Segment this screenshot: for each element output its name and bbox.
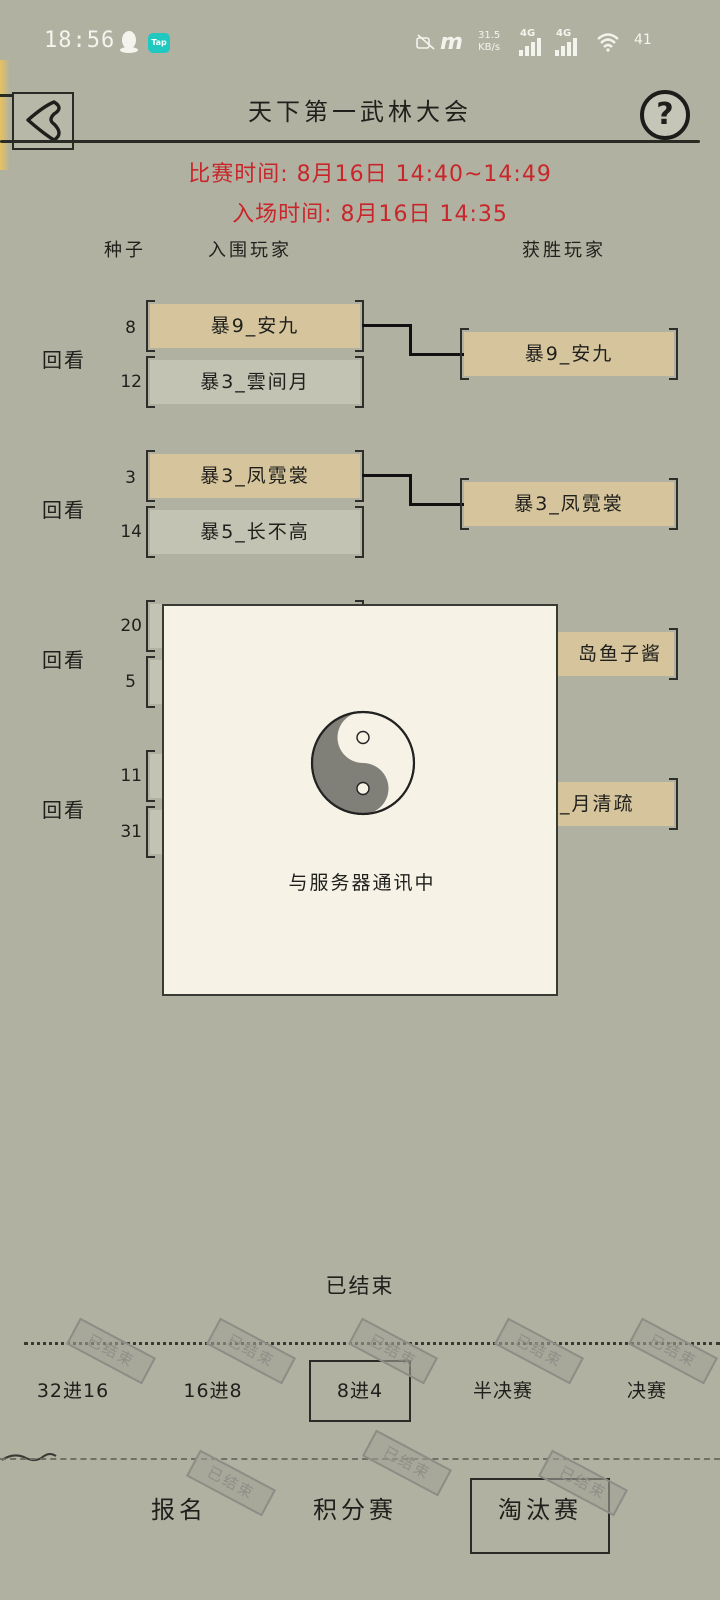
seed-number: 31 [120, 822, 142, 842]
stage-tab-32-16[interactable]: 32进16 [36, 1380, 110, 1402]
player-slot[interactable]: 暴9_安九 [146, 300, 364, 352]
bracket-connector [409, 353, 464, 356]
ended-stamp: 已结束 [65, 1317, 157, 1385]
edge-highlight [0, 60, 10, 170]
net-type-2: 4G [556, 28, 572, 39]
ended-stamp: 已结束 [361, 1429, 453, 1497]
tab-points-match[interactable]: 积分赛 [313, 1496, 397, 1524]
loading-message: 与服务器通讯中 [288, 872, 436, 894]
ended-stamp: 已结束 [627, 1317, 719, 1385]
header-rule [0, 140, 700, 143]
net-type-1: 4G [520, 28, 536, 39]
column-winner: 获胜玩家 [522, 240, 606, 261]
winner-slot[interactable]: 暴9_安九 [460, 328, 678, 380]
tab-selected-frame [470, 1478, 610, 1554]
page-title: 天下第一武林大会 [248, 98, 472, 126]
bracket-connector [409, 503, 464, 506]
taptap-icon: Tap [148, 33, 170, 53]
stage-tab-final[interactable]: 决赛 [626, 1380, 667, 1402]
seed-number: 11 [120, 766, 142, 786]
replay-button[interactable]: 回看 [42, 648, 86, 672]
replay-button[interactable]: 回看 [42, 798, 86, 822]
speed-value: 31.5 [478, 30, 501, 41]
seed-number: 3 [125, 468, 136, 488]
back-arrow-icon [26, 100, 61, 142]
player-slot[interactable]: 暴5_长不高 [146, 506, 364, 558]
signal-icon-2 [555, 38, 577, 56]
bottom-divider [0, 1458, 720, 1460]
seed-number: 12 [120, 372, 142, 392]
seed-number: 5 [125, 672, 136, 692]
bracket-connector [362, 324, 412, 356]
wifi-icon [597, 33, 619, 52]
seed-number: 20 [120, 616, 142, 636]
stage-tab-16-8[interactable]: 16进8 [183, 1380, 243, 1402]
status-time: 18:56 [44, 28, 116, 53]
player-slot[interactable]: 暴3_雲间月 [146, 356, 364, 408]
tab-signup[interactable]: 报名 [151, 1496, 207, 1524]
battery-level: 41 [634, 32, 652, 48]
match-time: 比赛时间: 8月16日 14:40~14:49 [188, 162, 552, 187]
tab-knockout[interactable]: 淘汰赛 [498, 1496, 582, 1524]
ended-stamp: 已结束 [493, 1317, 585, 1385]
loading-dialog: 与服务器通讯中 [162, 604, 558, 996]
bracket-connector [362, 474, 412, 506]
column-seed: 种子 [104, 240, 146, 261]
stage-tab-8-4[interactable]: 8进4 [336, 1380, 384, 1402]
seed-number: 14 [120, 522, 142, 542]
qq-icon [120, 31, 138, 53]
column-qualified: 入围玩家 [208, 240, 292, 261]
app-badge-icon: m [440, 30, 463, 55]
mute-icon [416, 34, 435, 50]
signal-icon-1 [519, 38, 541, 56]
seed-number: 8 [125, 318, 136, 338]
replay-button[interactable]: 回看 [42, 498, 86, 522]
stage-tab-selected-frame [309, 1360, 411, 1422]
entry-time: 入场时间: 8月16日 14:35 [232, 202, 508, 227]
stage-status: 已结束 [325, 1274, 395, 1298]
brush-stroke-decoration [1, 1453, 57, 1462]
help-button[interactable]: ? [640, 90, 690, 140]
status-bar: 18:56 Tap m 31.5 KB/s 4G 4G 41 [0, 0, 720, 88]
speed-unit: KB/s [478, 42, 501, 53]
replay-button[interactable]: 回看 [42, 348, 86, 372]
yin-yang-icon [310, 710, 416, 816]
network-speed: 31.5 KB/s [478, 30, 500, 54]
header-rule-left [0, 94, 12, 97]
stage-tab-semifinal[interactable]: 半决赛 [472, 1380, 533, 1402]
player-slot[interactable]: 暴3_凤霓裳 [146, 450, 364, 502]
winner-slot[interactable]: 暴3_凤霓裳 [460, 478, 678, 530]
ended-stamp: 已结束 [205, 1317, 297, 1385]
